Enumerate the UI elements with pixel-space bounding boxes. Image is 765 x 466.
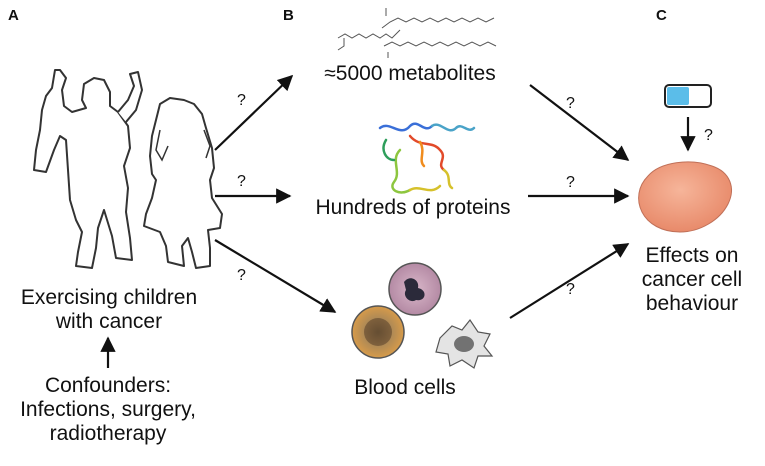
effects-label: Effects on cancer cell behaviour — [628, 244, 756, 316]
lipid-molecule-icon — [337, 8, 497, 58]
arrow-blood-cells-to-effects — [509, 243, 630, 319]
child-silhouette-icon — [33, 69, 143, 269]
panel-letter-c: C — [656, 7, 667, 24]
metabolites-label: ≈5000 metabolites — [324, 62, 496, 85]
children-label-line-1: Exercising children — [20, 286, 198, 309]
question-mark-proteins-effect: ? — [566, 174, 575, 191]
question-mark-blood-cells-effect: ? — [566, 281, 575, 298]
protein-ribbon-icon — [378, 122, 476, 194]
blood-cell-icon — [351, 262, 494, 369]
arrow-metabolites-to-effects — [529, 84, 630, 161]
panel-letter-b: B — [283, 7, 294, 24]
question-mark-drug: ? — [704, 127, 713, 144]
confounders-label: Confounders: Infections, surgery, radiot… — [6, 374, 210, 446]
blood-cells-label: Blood cells — [354, 376, 456, 399]
arrows — [100, 74, 696, 368]
arrow-children-to-blood-cells — [214, 239, 337, 313]
drug-capsule-icon — [664, 84, 712, 108]
question-mark-proteins: ? — [237, 173, 246, 190]
effects-label-line-1: Effects on — [645, 244, 739, 267]
question-mark-metabolites: ? — [237, 92, 246, 109]
effects-label-line-2: cancer cell — [641, 268, 743, 291]
girl-silhouette-icon — [143, 97, 223, 269]
cancer-cell-icon — [638, 161, 732, 233]
question-mark-metabolites-effect: ? — [566, 95, 575, 112]
arrow-children-to-metabolites — [214, 74, 294, 151]
proteins-label: Hundreds of proteins — [315, 196, 511, 219]
children-label-line-2: with cancer — [55, 310, 163, 333]
confounders-label-line-2: Infections, surgery, — [20, 398, 196, 421]
effects-label-line-3: behaviour — [645, 292, 739, 315]
panel-letter-a: A — [8, 7, 19, 24]
question-mark-blood-cells: ? — [237, 267, 246, 284]
confounders-label-line-3: radiotherapy — [49, 422, 167, 445]
children-label: Exercising children with cancer — [14, 286, 204, 334]
confounders-label-line-1: Confounders: — [44, 374, 172, 397]
